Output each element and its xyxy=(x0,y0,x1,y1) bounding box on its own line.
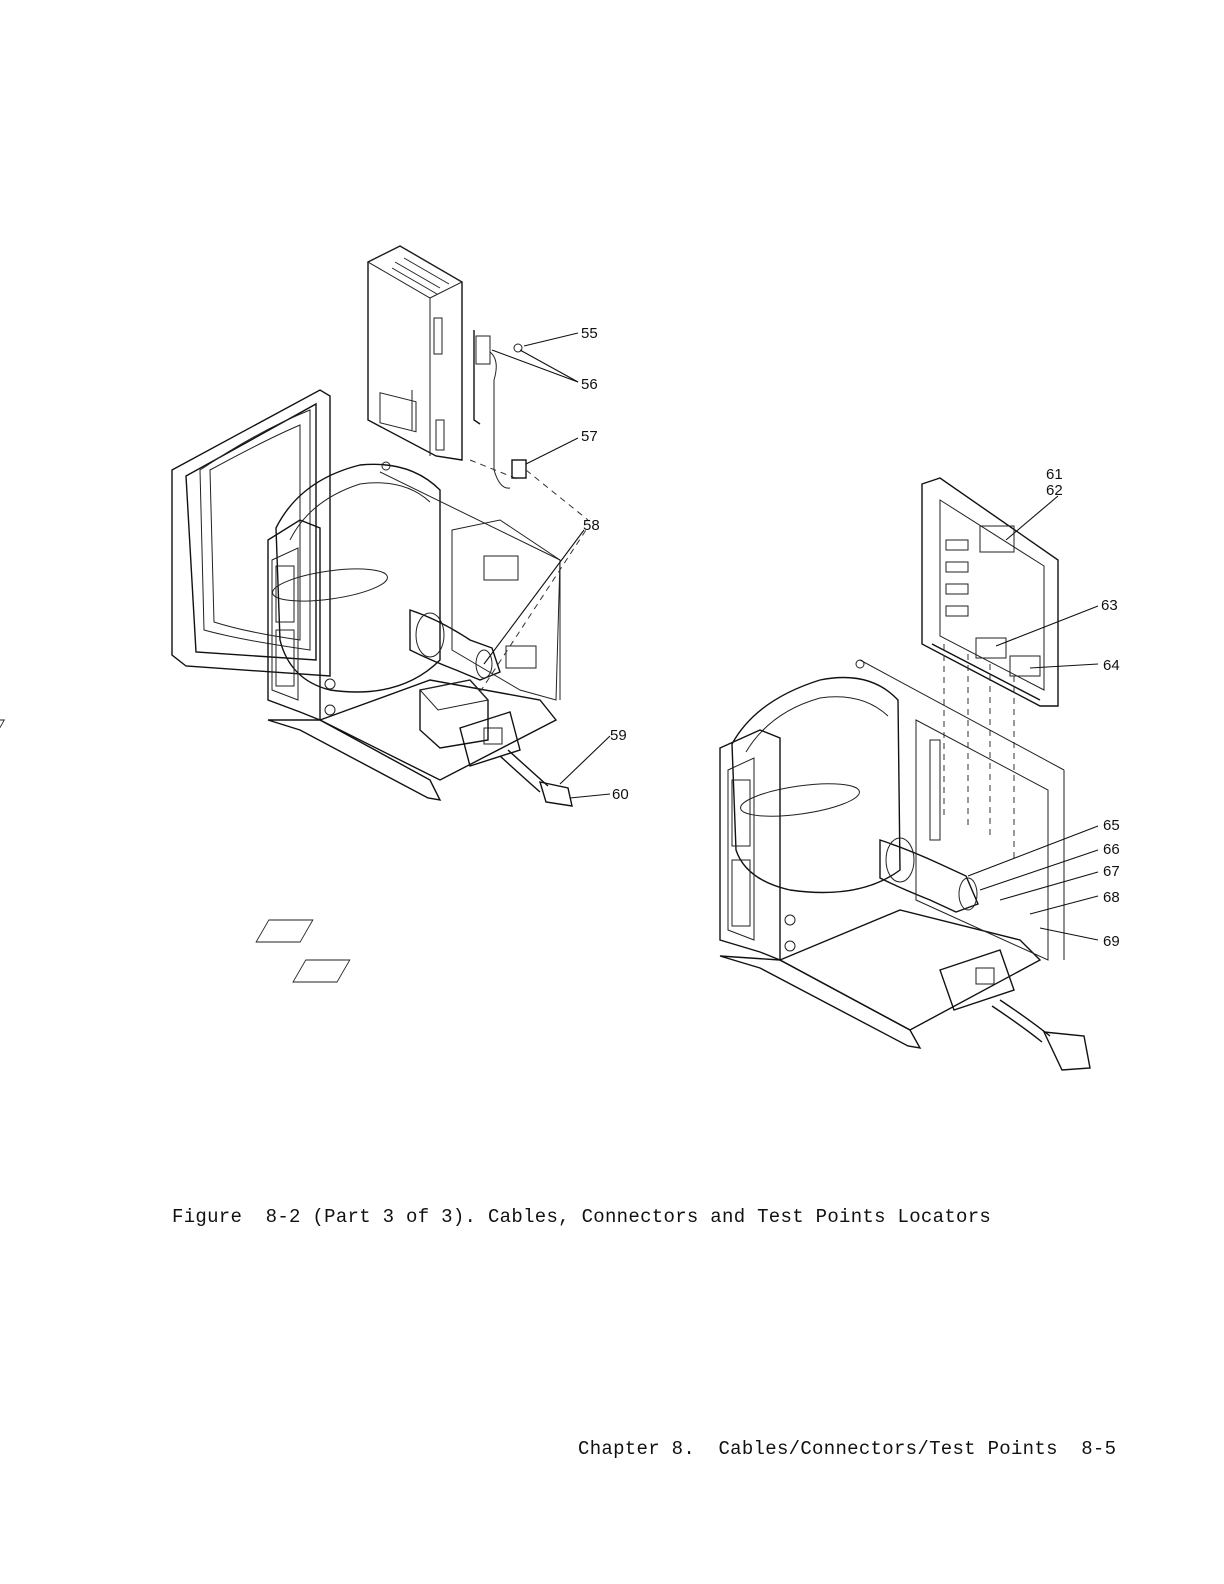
page-number: 8-5 xyxy=(1081,1438,1116,1460)
power-supply-module xyxy=(368,246,462,460)
callout-57: 57 xyxy=(581,428,598,445)
callout-59: 59 xyxy=(610,727,627,744)
callout-55: 55 xyxy=(581,325,598,342)
power-cord-right xyxy=(992,1000,1090,1070)
callout-leaders xyxy=(484,333,1098,940)
right-monitor-assembly xyxy=(256,478,1090,1070)
page-footer: Chapter 8. Cables/Connectors/Test Points… xyxy=(578,1438,1116,1460)
crt-tube-right xyxy=(732,678,978,913)
callout-69: 69 xyxy=(1103,933,1120,950)
figure-caption: Figure 8-2 (Part 3 of 3). Cables, Connec… xyxy=(172,1206,991,1228)
connector-57 xyxy=(512,460,588,520)
callout-66: 66 xyxy=(1103,841,1120,858)
callout-63: 63 xyxy=(1101,597,1118,614)
callout-labels-left: 55 56 57 58 59 60 xyxy=(581,325,629,803)
card-slots xyxy=(946,540,968,616)
vent-slots xyxy=(392,258,449,294)
callout-56: 56 xyxy=(581,376,598,393)
footer-chapter: Chapter 8. xyxy=(578,1438,695,1460)
callout-65: 65 xyxy=(1103,817,1120,834)
callout-labels-right: 61 62 63 64 65 66 67 68 69 xyxy=(1046,466,1120,950)
figure-caption-text: 8-2 (Part 3 of 3). Cables, Connectors an… xyxy=(266,1206,992,1228)
callout-64: 64 xyxy=(1103,657,1120,674)
figure-caption-label: Figure xyxy=(172,1206,242,1228)
footer-section: Cables/Connectors/Test Points xyxy=(718,1438,1057,1460)
callout-60: 60 xyxy=(612,786,629,803)
callout-62: 62 xyxy=(1046,482,1063,499)
left-monitor-assembly xyxy=(0,246,588,806)
callout-61: 61 xyxy=(1046,466,1063,483)
chassis-right xyxy=(256,660,1064,1048)
cable-bracket xyxy=(470,330,522,488)
callout-67: 67 xyxy=(1103,863,1120,880)
callout-58: 58 xyxy=(583,517,600,534)
front-bezel xyxy=(172,390,330,676)
callout-68: 68 xyxy=(1103,889,1120,906)
logic-card xyxy=(922,478,1058,860)
